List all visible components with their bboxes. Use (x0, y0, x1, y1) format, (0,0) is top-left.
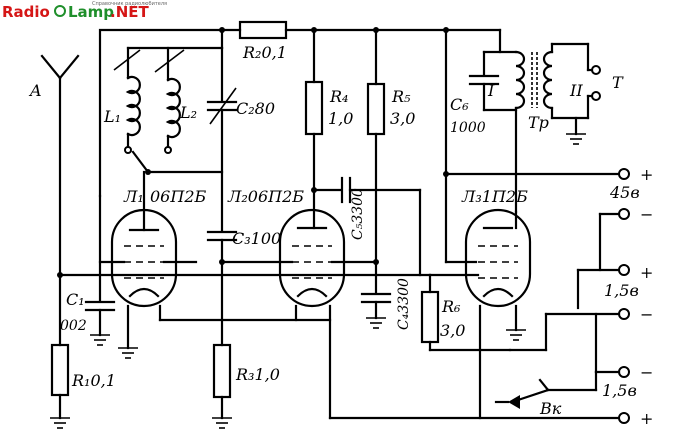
label-c6-value: 1000 (450, 120, 486, 136)
label-c4: C₄3300 (396, 278, 412, 330)
ground-c4 (366, 317, 386, 329)
label-r4-value: 1,0 (328, 109, 353, 128)
terminal-minus-a[interactable] (618, 208, 630, 220)
label-switch: Вк (539, 399, 562, 418)
resistor-r4 (304, 80, 324, 136)
transformer-primary (514, 50, 526, 110)
label-phones: T (612, 73, 624, 92)
label-plus-b: + (640, 263, 653, 282)
watermark-lamp: Lamp (68, 3, 114, 21)
inductor-l2 (154, 46, 185, 150)
watermark-radio: Radio (2, 3, 50, 21)
terminal-plus-c[interactable] (618, 412, 630, 424)
label-plus-45: + (640, 165, 653, 184)
resistor-r5 (366, 82, 386, 136)
ground-r3 (212, 417, 232, 429)
label-l1: L₁ (103, 107, 121, 126)
label-r3: R₃1,0 (235, 365, 280, 384)
label-c1-value: 002 (60, 318, 87, 334)
label-45v: 45в (609, 183, 640, 202)
terminal-minus-c[interactable] (618, 366, 630, 378)
label-v1-type: 06П2Б (150, 187, 206, 206)
label-minus-a: − (640, 205, 653, 224)
label-l2: L₂ (179, 103, 197, 122)
label-c3: C₃100 (232, 229, 281, 248)
phone-terminal-2[interactable] (591, 91, 601, 101)
power-switch[interactable] (494, 370, 598, 409)
label-r2: R₂0,1 (242, 43, 287, 62)
ground-transformer (566, 133, 586, 145)
label-minus-c: − (640, 363, 653, 382)
ground-v3 (506, 329, 526, 341)
label-transformer: Тр (528, 113, 549, 132)
terminal-minus-b[interactable] (618, 308, 630, 320)
switch-contact-2 (164, 146, 172, 154)
tube-v2 (278, 208, 346, 308)
inductor-l1 (113, 46, 141, 150)
transformer-secondary (542, 50, 554, 110)
ground-c1 (90, 334, 110, 346)
ground-v1 (118, 347, 138, 359)
label-minus-b: − (640, 305, 653, 324)
resistor-r1 (50, 343, 70, 397)
resistor-r2 (238, 20, 288, 40)
switch-contact-1 (124, 146, 132, 154)
label-15v-1: 1,5в (604, 281, 639, 300)
antenna-symbol (40, 54, 80, 347)
watermark-tagline: Справочник радиолюбителя (92, 1, 167, 7)
label-r6-name: R₆ (441, 297, 461, 316)
top-bus (98, 20, 502, 198)
ground-r1 (50, 417, 70, 429)
resistor-r3 (212, 343, 232, 399)
terminal-plus-b[interactable] (618, 264, 630, 276)
label-c2: C₂80 (236, 99, 275, 118)
label-plus-c: + (640, 409, 653, 428)
watermark-net: .NET (110, 3, 149, 21)
terminal-plus-45v[interactable] (618, 168, 630, 180)
tube-v3 (464, 208, 532, 308)
label-15v-2: 1,5в (602, 381, 637, 400)
label-r5-name: R₅ (391, 87, 411, 106)
label-r5-value: 3,0 (390, 109, 415, 128)
resistor-r6 (420, 290, 440, 344)
watermark-logo: Radio Lamp .NET Справочник радиолюбителя (2, 1, 167, 21)
label-winding-1: I (487, 81, 495, 100)
label-v3: Л₃1П2Б (461, 187, 528, 206)
phone-terminal-1[interactable] (591, 65, 601, 75)
label-r6-value: 3,0 (440, 321, 465, 340)
label-antenna: A (28, 81, 42, 100)
label-v2: Л₂06П2Б (227, 187, 304, 206)
label-winding-2: II (569, 81, 583, 100)
label-c1-name: C₁ (66, 290, 85, 309)
label-r4-name: R₄ (329, 87, 348, 106)
label-c5: C₅3300 (350, 188, 366, 240)
label-v1-name: Л₁ (123, 187, 144, 206)
label-c6-name: C₆ (450, 95, 469, 114)
label-r1: R₁0,1 (71, 371, 116, 390)
